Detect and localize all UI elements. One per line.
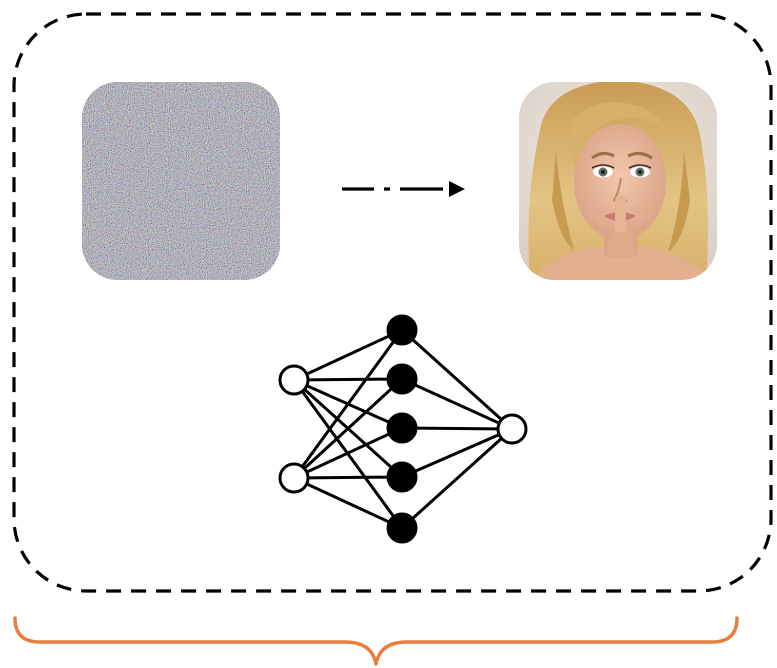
network-edge — [293, 377, 403, 382]
network-edge — [401, 427, 513, 479]
input-node — [278, 364, 310, 396]
generated-portrait-image — [519, 82, 717, 280]
network-edge — [293, 476, 403, 530]
network-edge — [293, 475, 403, 480]
output-node — [496, 413, 528, 445]
hidden-node — [386, 461, 418, 493]
dashed-frame — [12, 12, 773, 593]
network-edge — [400, 427, 514, 530]
network-edge — [401, 426, 513, 431]
hidden-node — [386, 412, 418, 444]
network-edge — [401, 377, 513, 431]
dash-dot-arrow-right — [342, 181, 465, 197]
hidden-node — [386, 314, 418, 346]
random-noise-image — [82, 82, 280, 280]
neural-network-icon — [278, 314, 528, 544]
network-edge — [292, 377, 404, 480]
hidden-node — [386, 363, 418, 395]
curly-brace-bottom — [13, 616, 739, 666]
input-node — [278, 462, 310, 494]
network-edge — [293, 426, 403, 480]
network-edge — [292, 329, 404, 479]
hidden-node — [386, 512, 418, 544]
network-edge — [293, 328, 403, 382]
network-edge — [400, 328, 514, 431]
